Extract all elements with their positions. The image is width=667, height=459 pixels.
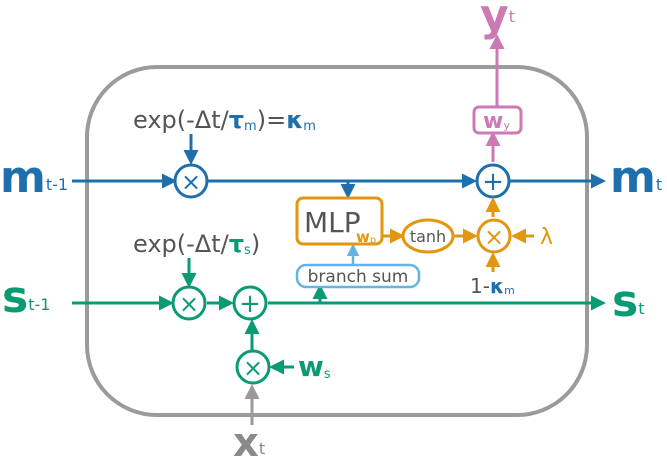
s-decay-multiply-node — [171, 285, 207, 321]
m-decay-multiply-symbol: × — [181, 168, 201, 196]
m-prev-label: mt-1 — [0, 152, 68, 203]
ws-multiply-node — [235, 349, 271, 385]
tanh-node — [401, 218, 455, 254]
tanh-label: tanh — [410, 227, 446, 246]
s-decay-multiply-symbol: × — [179, 290, 199, 318]
wy-label: wy — [483, 109, 510, 134]
ws-label: ws — [298, 350, 331, 383]
s-add-symbol: + — [239, 289, 261, 319]
m-t-label: mt — [610, 152, 662, 203]
y-t-label: yt — [480, 0, 515, 41]
ws-multiply-symbol: × — [243, 354, 263, 382]
s-add-node — [232, 285, 268, 321]
m-decay-label: exp(-Δt/τm)=κm — [133, 106, 316, 134]
x-t-label: xt — [233, 420, 265, 459]
one-minus-kappa-label: 1-κm — [470, 274, 515, 298]
m-pathway: × + — [72, 134, 606, 199]
wy-box — [472, 105, 523, 135]
s-t-label: st — [612, 276, 644, 327]
s-decay-label: exp(-Δt/τs) — [133, 230, 260, 258]
gate-multiply-node — [476, 218, 512, 254]
gate-pathway: MLP wp tanh × λ — [295, 196, 553, 272]
m-decay-multiply-node — [173, 163, 209, 199]
mlp-box — [295, 196, 384, 246]
lambda-label: λ — [540, 225, 553, 250]
cell-boundary — [85, 65, 589, 417]
mlp-weight-label: wp — [356, 228, 376, 246]
gate-multiply-symbol: × — [484, 223, 504, 251]
branch-sum-label: branch sum — [308, 267, 409, 287]
s-pathway: × + × — [72, 258, 606, 385]
branch-sum-box — [295, 263, 421, 289]
mlp-label: MLP — [304, 206, 361, 239]
m-add-symbol: + — [482, 167, 504, 197]
s-prev-label: st-1 — [2, 272, 50, 323]
